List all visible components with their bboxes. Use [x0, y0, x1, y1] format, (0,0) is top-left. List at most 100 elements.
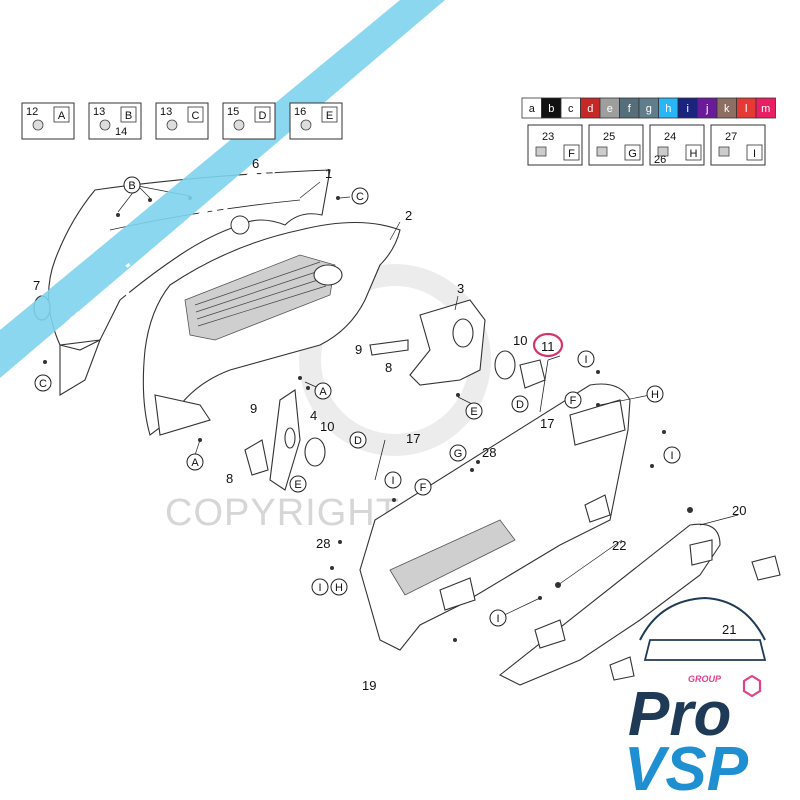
- swatch-letter: c: [568, 103, 574, 115]
- callout-G: G: [449, 444, 467, 462]
- callout-letter: F: [570, 395, 577, 407]
- callout-letter: I: [670, 450, 673, 462]
- color-swatch-a: a: [521, 97, 542, 119]
- logo-vsp-text: VSP: [624, 735, 749, 800]
- part-label: 4: [310, 408, 317, 423]
- callout-A: A: [314, 382, 332, 400]
- logo-pro-text: Pro: [628, 680, 731, 749]
- callout-I: I: [311, 578, 329, 596]
- part-label: 3: [457, 281, 464, 296]
- legend-letter: A: [58, 110, 66, 122]
- fastener-icon: [99, 119, 111, 131]
- callout-letter: A: [191, 457, 199, 469]
- swatch-letter: f: [628, 103, 632, 115]
- part-number-labels: 1 2 3 4 6 7 8 8 9 9 10 10 11 17 17 19 20…: [33, 156, 746, 693]
- callout-letter: I: [584, 354, 587, 366]
- part-20-diffuser: [498, 523, 721, 686]
- part-label: 8: [226, 471, 233, 486]
- fastener-icon: [657, 146, 669, 157]
- highlight-ring-part-11: [532, 332, 564, 358]
- color-swatch-g: g: [638, 97, 659, 119]
- part-label: 21: [722, 622, 736, 637]
- swatch-letter: k: [724, 103, 730, 115]
- part-label: 19: [362, 678, 376, 693]
- callout-E: E: [289, 475, 307, 493]
- part-label: 22: [612, 538, 626, 553]
- fastener-legend-left: A 12 B 13 14 C13 D15 E16: [21, 102, 343, 140]
- callout-I: I: [577, 350, 595, 368]
- part-label: 28: [482, 445, 496, 460]
- part-label: 1: [325, 166, 332, 181]
- legend-box-F: F23: [527, 124, 583, 166]
- color-swatch-f: f: [619, 97, 640, 119]
- legend-part-number: 13: [160, 106, 172, 118]
- legend-box-C: C13: [155, 102, 209, 140]
- legend-part-number: 14: [115, 126, 127, 138]
- legend-box-G: G25: [588, 124, 644, 166]
- fastener-icon: [166, 119, 178, 131]
- color-swatch-i: i: [677, 97, 698, 119]
- legend-box-I: I 27: [710, 124, 766, 166]
- legend-part-number: 27: [725, 131, 737, 143]
- callout-D: D: [511, 395, 529, 413]
- swatch-letter: d: [587, 103, 593, 115]
- color-swatch-d: d: [580, 97, 601, 119]
- part-21-reflectors: [609, 555, 781, 681]
- color-swatch-h: h: [658, 97, 679, 119]
- callout-E: E: [465, 402, 483, 420]
- legend-part-number: 12: [26, 106, 38, 118]
- legend-part-number: 13: [93, 106, 105, 118]
- part-8-side-trim-upper: [369, 339, 409, 356]
- logo-group-text: GROUP: [688, 674, 722, 684]
- part-4-side-bracket: [269, 389, 301, 491]
- swatch-letter: i: [687, 103, 689, 115]
- callout-F: F: [414, 478, 432, 496]
- legend-part-number: 24: [664, 131, 676, 143]
- swatch-letter: l: [745, 103, 747, 115]
- callout-H: H: [330, 578, 348, 596]
- callout-letter: G: [454, 448, 463, 460]
- part-label: 9: [355, 342, 362, 357]
- callout-letter: F: [420, 482, 427, 494]
- callout-letter: E: [294, 479, 301, 491]
- legend-letter: G: [628, 148, 637, 160]
- color-swatch-j: j: [697, 97, 718, 119]
- color-swatch-c: c: [560, 97, 581, 119]
- part-label: 6: [252, 156, 259, 171]
- fastener-icon: [535, 146, 547, 157]
- callout-letter: D: [354, 435, 362, 447]
- swatch-letter: h: [665, 103, 671, 115]
- swatch-letter: j: [705, 103, 708, 115]
- callout-letter: I: [496, 613, 499, 625]
- color-swatch-k: k: [716, 97, 737, 119]
- legend-letter: B: [125, 110, 132, 122]
- part-label-highlighted: 11: [541, 339, 555, 354]
- legend-letter: H: [690, 148, 698, 160]
- part-label: 10: [320, 419, 334, 434]
- callout-A: A: [186, 453, 204, 471]
- callout-letter: C: [39, 378, 47, 390]
- legend-letter: D: [259, 110, 267, 122]
- swatch-letter: b: [548, 103, 554, 115]
- color-swatch-e: e: [599, 97, 620, 119]
- callout-letter: E: [470, 406, 477, 418]
- callout-C: C: [34, 374, 52, 392]
- hexagon-icon: [742, 674, 762, 698]
- part-label: 9: [250, 401, 257, 416]
- legend-letter: I: [753, 148, 756, 160]
- fastener-icon: [32, 119, 44, 131]
- legend-box-B: B 13 14: [88, 102, 142, 140]
- car-silhouette-icon: [639, 596, 766, 641]
- legend-box-A: A 12: [21, 102, 75, 140]
- fastener-icon: [233, 119, 245, 131]
- swatch-letter: e: [607, 103, 613, 115]
- part-label: 28: [316, 536, 330, 551]
- swatch-letter: a: [529, 103, 536, 115]
- part-2-front-bumper: [142, 222, 401, 436]
- legend-box-D: D15: [222, 102, 276, 140]
- legend-box-E: E16: [289, 102, 343, 140]
- fastener-icon: [300, 119, 312, 131]
- callout-D: D: [349, 431, 367, 449]
